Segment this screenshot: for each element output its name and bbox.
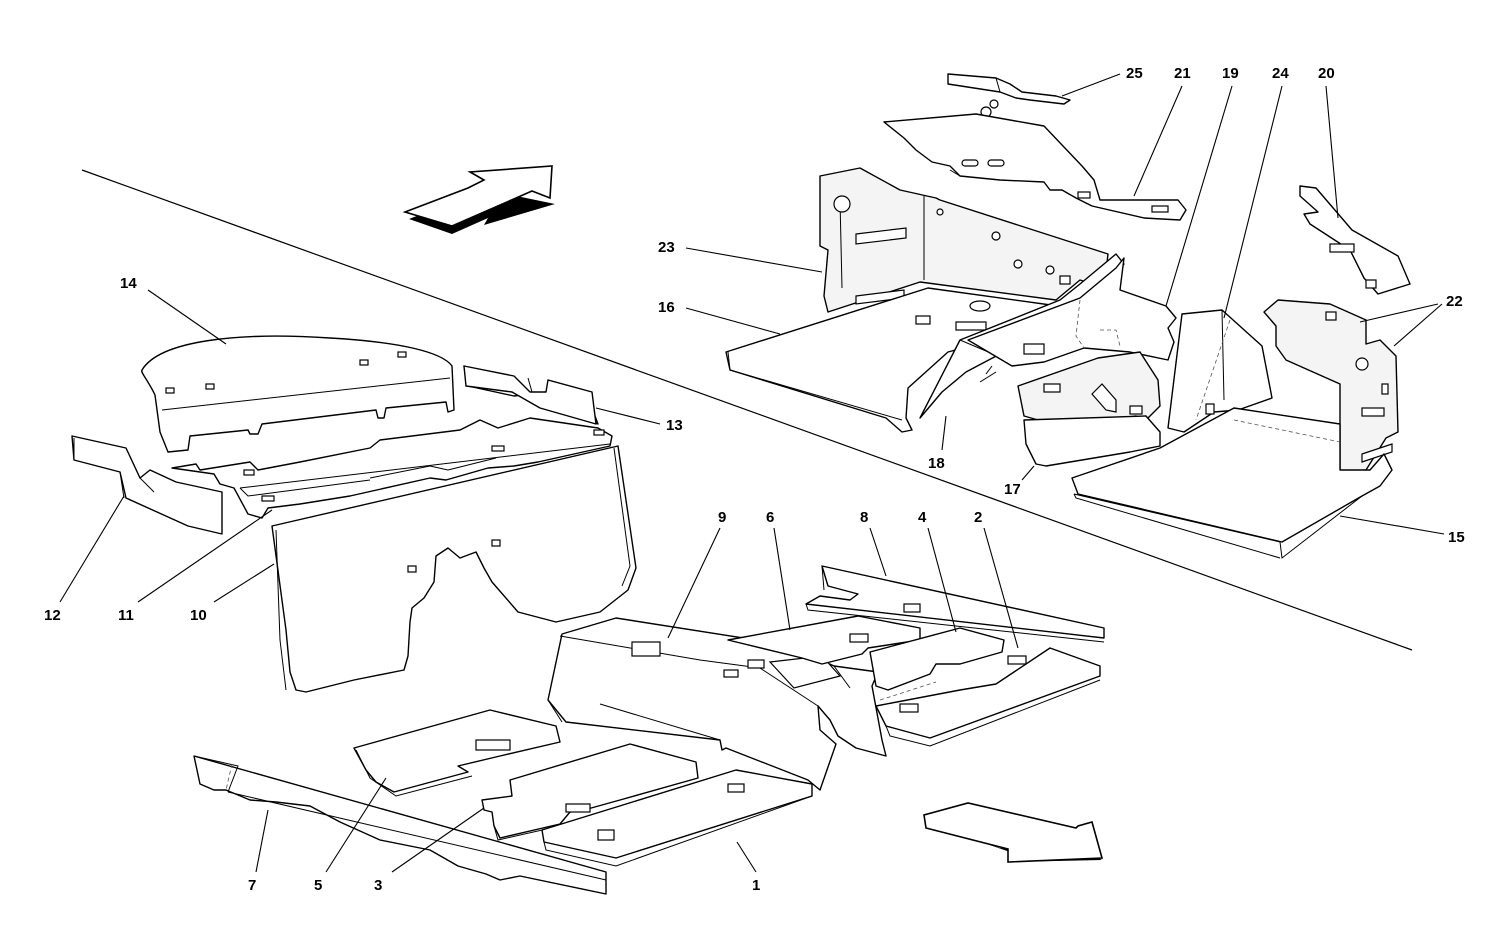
- part-15-floor-plate: [1071, 407, 1393, 559]
- callout-17: 17: [1004, 481, 1021, 498]
- callout-21: 21: [1174, 65, 1191, 82]
- callout-22: 22: [1446, 293, 1463, 310]
- part-13-side-panel: [463, 365, 599, 425]
- callout-23: 23: [658, 239, 675, 256]
- callout-10: 10: [190, 607, 207, 624]
- leader-lines: [59, 73, 1445, 873]
- callout-24: 24: [1272, 65, 1289, 82]
- callout-7: 7: [248, 877, 256, 894]
- part-21-upper-bracket: [883, 113, 1187, 221]
- callout-14: 14: [120, 275, 137, 292]
- part-6-floor-mat: [727, 615, 921, 665]
- part-22-corner-bracket: [1263, 299, 1399, 473]
- direction-arrow-icon: [402, 165, 555, 234]
- callout-5: 5: [314, 877, 322, 894]
- callout-11: 11: [118, 607, 134, 624]
- part-7-sill-strip: [193, 755, 607, 895]
- callout-18: 18: [928, 455, 945, 472]
- part-10-front-bulkhead-panel: [271, 445, 637, 693]
- part-17-side-bracket: [1017, 351, 1161, 467]
- callout-13: 13: [666, 417, 683, 434]
- callout-20: 20: [1318, 65, 1335, 82]
- callout-16: 16: [658, 299, 675, 316]
- part-24-gusset: [1167, 309, 1273, 433]
- callout-8: 8: [860, 509, 868, 526]
- callout-25: 25: [1126, 65, 1143, 82]
- part-3-floor-mat: [481, 743, 699, 841]
- part-19-bracket: [967, 257, 1177, 367]
- callout-15: 15: [1448, 529, 1465, 546]
- part-23-vertical-panel: [819, 167, 1109, 313]
- direction-arrow-icon: [923, 802, 1104, 863]
- callout-labels: 1 2 3 4 5 6 7 8 9 10 11 12 13 14 15 16 1…: [44, 65, 1465, 894]
- callout-1: 1: [752, 877, 760, 894]
- part-1-floor-mat: [541, 769, 813, 867]
- part-2-floor-mat: [875, 647, 1101, 747]
- part-4-floor-mat: [869, 627, 1005, 701]
- callout-4: 4: [918, 509, 927, 526]
- callout-19: 19: [1222, 65, 1239, 82]
- part-11-floor-tray: [171, 417, 613, 519]
- callout-3: 3: [374, 877, 382, 894]
- part-25-bracket: [947, 73, 1071, 118]
- callout-2: 2: [974, 509, 982, 526]
- part-5-floor-mat: [353, 709, 561, 797]
- part-12-side-trim: [71, 435, 223, 535]
- callout-12: 12: [44, 607, 61, 624]
- part-8-sill-strip: [805, 565, 1105, 643]
- callout-9: 9: [718, 509, 726, 526]
- part-20-clip-bracket: [1299, 185, 1411, 295]
- section-divider-line: [81, 169, 1413, 651]
- part-14-rear-shelf-cover: [141, 335, 455, 453]
- callout-6: 6: [766, 509, 774, 526]
